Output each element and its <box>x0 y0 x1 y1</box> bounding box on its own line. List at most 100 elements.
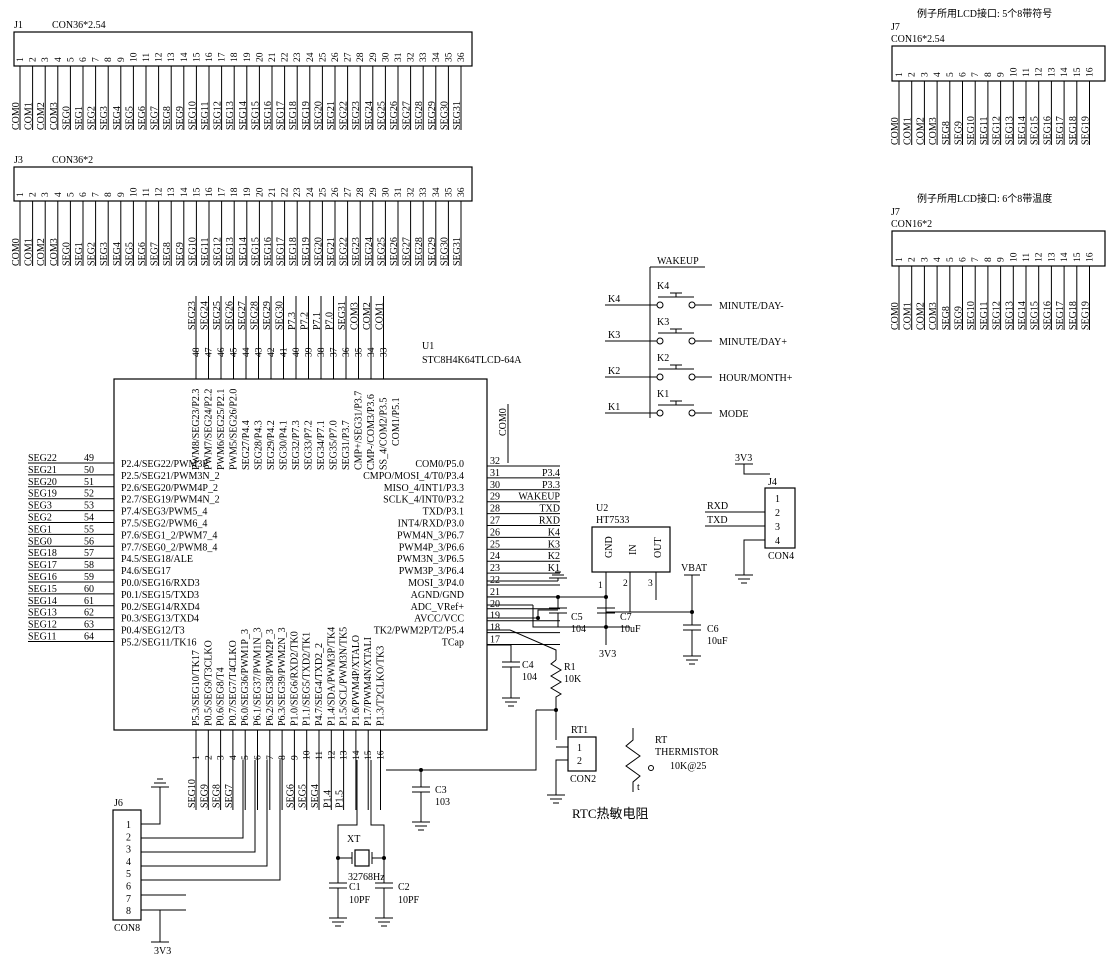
j7b-pin-net: SEG12 <box>992 301 1003 330</box>
u1-left-pin-num: 55 <box>84 524 94 535</box>
u1-left-pin-net: SEG11 <box>28 632 57 643</box>
j7b-pin-num: 8 <box>984 257 994 262</box>
j1-pin-net: SEG23 <box>351 101 362 130</box>
u1-top-pin-net: SEG29 <box>262 301 273 330</box>
u1-left-pin-name: P2.7/SEG19/PWM4N_2 <box>121 495 220 506</box>
u1-left-pin-net: SEG22 <box>28 453 57 464</box>
u1-bottom-pin-net: SEG5 <box>298 784 309 808</box>
j1-pin-num: 21 <box>268 52 278 62</box>
j1-pin-num: 9 <box>117 57 127 62</box>
u1-left-pin-name: P0.3/SEG13/TXD4 <box>121 614 199 625</box>
u1-left-pin-num: 49 <box>84 453 94 464</box>
u1-top-pin-num: 44 <box>242 347 252 357</box>
j3-pin-net: SEG3 <box>99 242 110 266</box>
key-contact-r <box>688 301 696 309</box>
c4-value: 104 <box>522 672 537 683</box>
u1-bottom-pin-num: 9 <box>290 755 300 760</box>
u1-left-pin-num: 50 <box>84 465 94 476</box>
j7a-pin-num: 11 <box>1022 68 1032 77</box>
j7b-body <box>891 230 1106 267</box>
j7b-pin-net: SEG19 <box>1081 301 1092 330</box>
u1-right-pin-net: P3.4 <box>542 468 560 479</box>
j3-body <box>13 166 473 202</box>
j3-pin-net: SEG11 <box>200 237 211 266</box>
j1-pin-net: SEG5 <box>124 106 135 130</box>
u1-top-pin-num: 48 <box>192 347 202 357</box>
com0-stub-label: COM0 <box>498 408 509 436</box>
j1-pin-num: 13 <box>167 52 177 62</box>
j3-pin-net: SEG12 <box>213 237 224 266</box>
u1-right-pin-name: PWM3N_3/P6.5 <box>397 554 464 565</box>
j6-body <box>112 809 142 921</box>
u1-left-pin-net: SEG2 <box>28 513 52 524</box>
junction-rt1 <box>554 708 558 712</box>
u1-body <box>113 378 488 731</box>
j1-pin-num: 26 <box>331 52 341 62</box>
u1-bottom-pin-name: P6.1/SEG37/PWM1N_3 <box>253 627 264 726</box>
u1-right-pin-net: P3.3 <box>542 480 560 491</box>
j7a-pin-num: 7 <box>971 72 981 77</box>
u1-top-pin-net: SEG31 <box>337 301 348 330</box>
j6-wire-5 <box>141 760 281 881</box>
j4-txd-label: TXD <box>707 515 728 526</box>
j3-pin-num: 26 <box>331 187 341 197</box>
u1-right-pin-num: 30 <box>490 480 500 491</box>
j7b-pin-num: 11 <box>1022 253 1032 262</box>
u1-bottom-pin-net: P1.5 <box>335 790 346 808</box>
u1-bottom-pin-num: 15 <box>364 750 374 760</box>
j1-pin-net: SEG2 <box>87 106 98 130</box>
u1-left-pin-name: P7.5/SEG2/PWM6_4 <box>121 519 207 530</box>
u1-top-pin-num: 45 <box>230 347 240 357</box>
key-contact-l <box>656 409 664 417</box>
u1-top-pin-num: 40 <box>292 347 302 357</box>
key-contact-l <box>656 301 664 309</box>
j1-pin-num: 30 <box>381 52 391 62</box>
power-wiring: C5 104 C7 10uF 3V3 VBAT C6 10uF R1 <box>487 563 728 710</box>
c3-ref: C3 <box>435 785 447 796</box>
u1-top-pin-name: SEG33/P7.2 <box>304 420 315 470</box>
j3-pin-net: SEG1 <box>74 242 85 266</box>
u1-top-pin-num: 47 <box>205 347 215 357</box>
j7a-pin-net: SEG17 <box>1055 116 1066 145</box>
key-net-label: K2 <box>608 366 620 377</box>
key-contact-l <box>656 337 664 345</box>
j6-wire-4 <box>141 760 268 867</box>
j7a-pin-num: 8 <box>984 72 994 77</box>
rt1-ref: RT1 <box>571 725 588 736</box>
j7a-pin-net: COM0 <box>890 117 901 145</box>
j7a-pin-net: SEG19 <box>1081 116 1092 145</box>
key-func: MINUTE/DAY- <box>719 301 784 312</box>
j3-pin-net: SEG13 <box>225 237 236 266</box>
u1-top-pin-net: COM3 <box>350 302 361 330</box>
j3-pin-num: 22 <box>281 187 291 197</box>
u1-ref: U1 <box>422 341 434 352</box>
j1-pin-num: 32 <box>407 52 417 62</box>
thermistor-icon <box>625 728 641 792</box>
j1-body <box>13 31 473 67</box>
junction-c3 <box>419 768 423 772</box>
u1-right-pin-num: 28 <box>490 504 500 515</box>
u1-bottom-pin-num: 13 <box>340 750 350 760</box>
u1-bottom-pin-num: 5 <box>241 755 251 760</box>
u1-left-pin-net: SEG14 <box>28 596 57 607</box>
j1-pin-net: SEG17 <box>276 101 287 130</box>
u2-pin2-num: 2 <box>623 579 628 589</box>
j1-pin-num: 27 <box>344 52 354 62</box>
connector-j4: 3V3 J4 1 2 3 4 CON4 RXD TXD <box>705 453 796 584</box>
j3-pin-num: 28 <box>356 187 366 197</box>
j3-pin-net: SEG14 <box>238 237 249 266</box>
j3-pin-num: 6 <box>79 192 89 197</box>
u1-right-pin-num: 17 <box>490 635 500 646</box>
rt1-value: CON2 <box>570 774 596 785</box>
j1-pins: 1COM02COM13COM24COM35SEG06SEG17SEG28SEG3… <box>11 52 467 130</box>
j3-pin-num: 24 <box>306 187 316 197</box>
u1-left-pin-name: P4.5/SEG18/ALE <box>121 554 193 565</box>
j1-pin-net: SEG31 <box>452 101 463 130</box>
u2-body <box>591 526 671 573</box>
j3-pin-net: SEG20 <box>313 237 324 266</box>
j6-wire-3 <box>141 760 256 853</box>
j3-value: CON36*2 <box>52 155 93 166</box>
j1-pin-num: 11 <box>142 53 152 62</box>
